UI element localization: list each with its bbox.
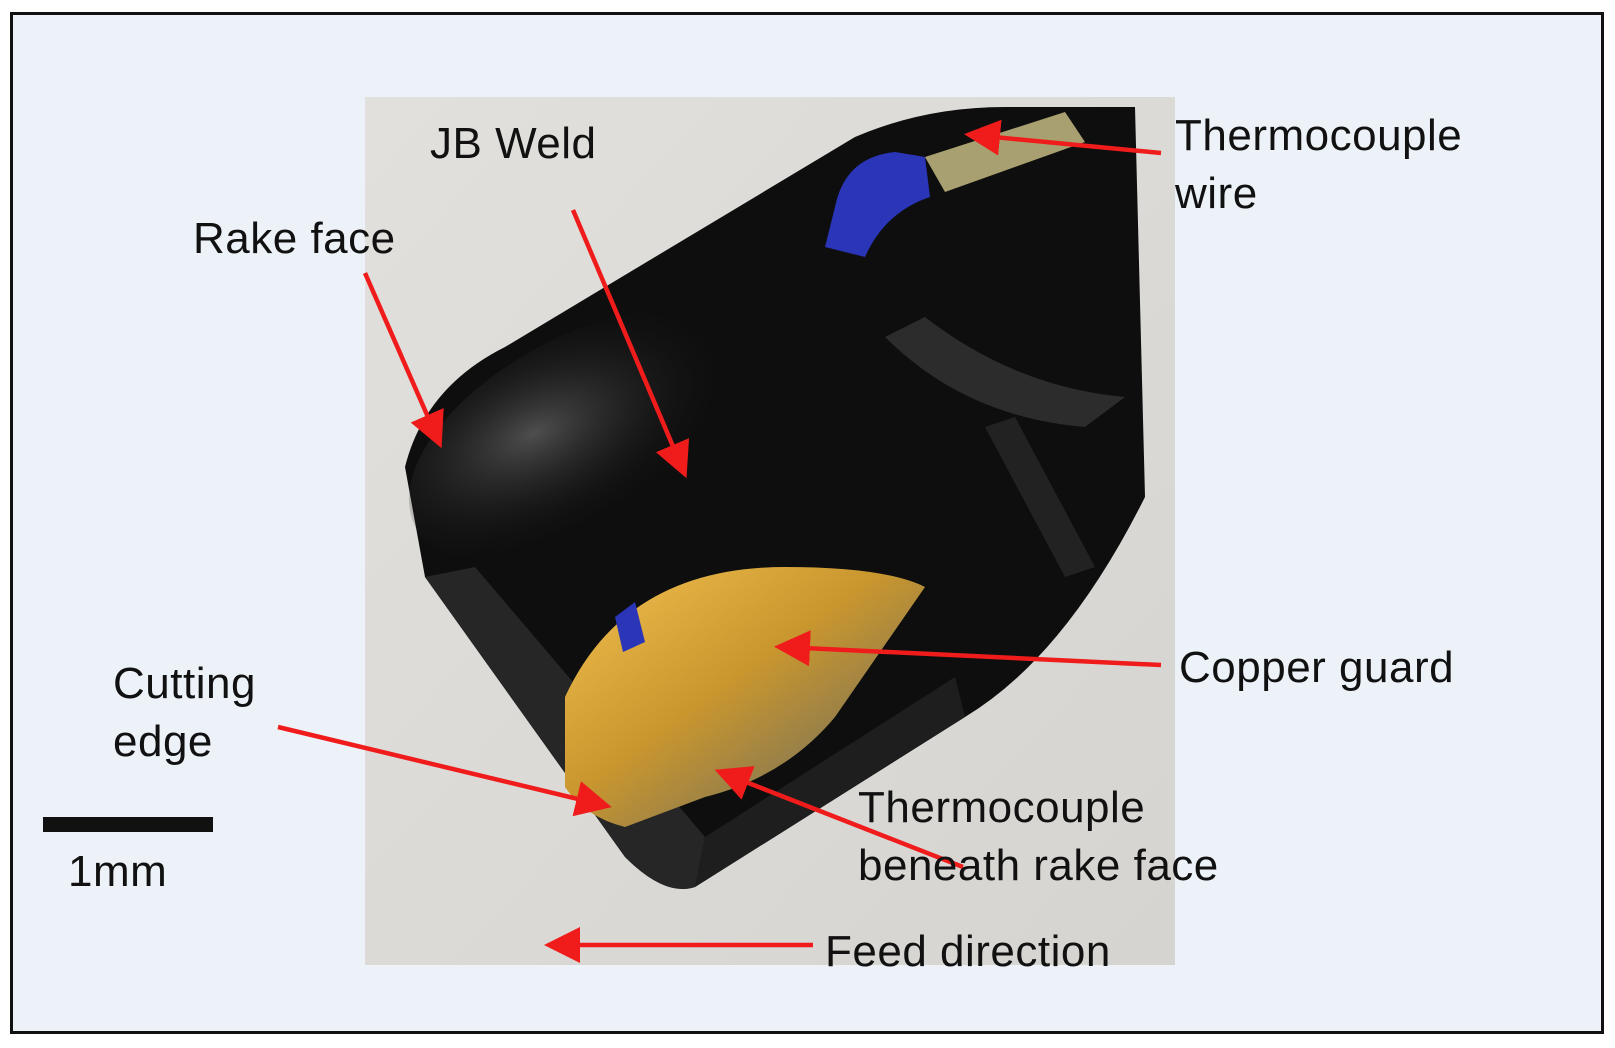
annotation-arrows: [43, 119, 1162, 963]
figure-frame: JB Weld Rake face Thermocouple wire Copp…: [10, 12, 1604, 1034]
cutting-tool-photo: [365, 97, 1175, 965]
copper-guard-arrow: [774, 630, 1162, 668]
copper-guard-label: Copper guard: [1179, 643, 1455, 692]
scale-label: 1mm: [68, 847, 168, 896]
thermocouple-wire-arrow: [964, 119, 1162, 156]
jb-weld-label: JB Weld: [430, 119, 597, 168]
cutting-edge-arrow: [277, 724, 612, 817]
thermocouple-wire-graphic: [825, 112, 1085, 257]
feed-direction-label: Feed direction: [825, 927, 1111, 976]
cutting-edge-label: Cutting edge: [113, 659, 256, 766]
rake-face-label: Rake face: [193, 214, 396, 263]
thermocouple-beneath-label: Thermocouple beneath rake face: [858, 783, 1219, 890]
rake-face-arrow: [362, 272, 444, 449]
thermocouple-beneath-arrow: [714, 766, 964, 870]
thermocouple-tip-graphic: [615, 602, 645, 652]
jb-weld-arrow: [570, 209, 690, 479]
thermocouple-wire-label: Thermocouple wire: [1175, 111, 1463, 218]
scale-bar: [43, 817, 213, 832]
copper-guard-graphic: [565, 567, 925, 827]
